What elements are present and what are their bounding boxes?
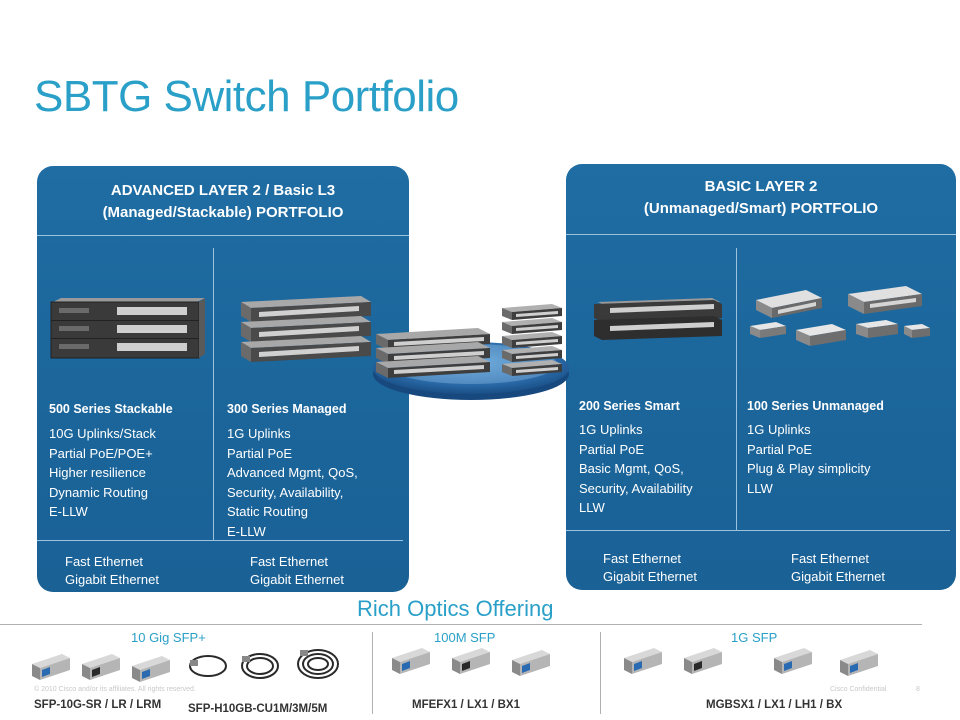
200-series-features: 1G Uplinks Partial PoE Basic Mgmt, QoS, … [579, 420, 693, 518]
100m-sfp-modules-image [392, 648, 550, 676]
feature-line: Basic Mgmt, QoS, [579, 461, 684, 476]
switch-platform-image [373, 304, 569, 400]
100-series-features: 1G Uplinks Partial PoE Plug & Play simpl… [747, 420, 871, 498]
feature-line: 1G Uplinks [579, 422, 643, 437]
basic-panel-heading: BASIC LAYER 2 (Unmanaged/Smart) PORTFOLI… [566, 176, 956, 220]
footer-copyright: © 2010 Cisco and/or its affiliates. All … [34, 686, 196, 693]
optics-divider [0, 624, 922, 625]
copper-cable-image [189, 649, 339, 679]
divider [37, 540, 403, 541]
speed-line: Fast Ethernet [250, 554, 329, 569]
basic-heading-line2: (Unmanaged/Smart) PORTFOLIO [643, 200, 879, 217]
optics-category-100m: 100M SFP [434, 630, 496, 645]
200-series-title: 200 Series Smart [579, 399, 680, 413]
optics-model-100m: MFEFX1 / LX1 / BX1 [412, 699, 520, 711]
feature-line: Partial PoE [579, 441, 645, 457]
feature-line: Security, Availability [579, 480, 693, 496]
200-series-switch-image [594, 298, 722, 340]
footer-page-number: 8 [916, 686, 920, 693]
300-series-switch-image [241, 296, 371, 362]
300-series-features: 1G Uplinks Partial PoE Advanced Mgmt, Qo… [227, 424, 358, 541]
speed-line: Gigabit Ethernet [603, 569, 697, 584]
feature-line: Advanced Mgmt, QoS, [227, 465, 358, 480]
feature-line: Partial PoE [747, 441, 813, 457]
basic-portfolio-panel: BASIC LAYER 2 (Unmanaged/Smart) PORTFOLI… [566, 164, 956, 590]
feature-line: E-LLW [49, 504, 88, 519]
speed-line: Gigabit Ethernet [65, 572, 159, 587]
feature-line: Plug & Play simplicity [747, 461, 871, 476]
speed-line: Fast Ethernet [65, 554, 144, 569]
feature-line: 1G Uplinks [227, 426, 291, 441]
feature-line: LLW [579, 500, 605, 515]
500-series-switch-image [50, 298, 205, 359]
slide-title: SBTG Switch Portfolio [34, 72, 459, 121]
optics-model-10g-sr: SFP-10G-SR / LR / LRM [34, 699, 162, 711]
100-series-title: 100 Series Unmanaged [747, 399, 884, 413]
feature-line: Partial PoE/POE+ [49, 445, 153, 461]
300-series-speeds: Fast Ethernet Gigabit Ethernet [250, 553, 344, 589]
feature-line: Partial PoE [227, 445, 293, 461]
500-series-features: 10G Uplinks/Stack Partial PoE/POE+ Highe… [49, 424, 156, 522]
feature-line: 1G Uplinks [747, 422, 811, 437]
feature-line: Security, Availability, [227, 484, 344, 500]
200-series-speeds: Fast Ethernet Gigabit Ethernet [603, 550, 697, 586]
speed-line: Fast Ethernet [603, 551, 682, 566]
feature-line: E-LLW [227, 523, 266, 539]
optics-category-1g: 1G SFP [731, 630, 778, 645]
divider [566, 234, 956, 235]
speed-line: Gigabit Ethernet [250, 572, 344, 587]
advanced-heading-line2: (Managed/Stackable) PORTFOLIO [102, 204, 344, 221]
300-series-title: 300 Series Managed [227, 402, 347, 416]
feature-line: 10G Uplinks/Stack [49, 426, 156, 441]
advanced-panel-heading: ADVANCED LAYER 2 / Basic L3 (Managed/Sta… [37, 180, 409, 224]
divider [213, 248, 214, 540]
100-series-speeds: Fast Ethernet Gigabit Ethernet [791, 550, 885, 586]
basic-heading-line1: BASIC LAYER 2 [704, 178, 818, 195]
500-series-title: 500 Series Stackable [49, 402, 173, 416]
sfp-plus-modules-image [32, 654, 170, 682]
1g-sfp-modules-image [624, 648, 878, 676]
optics-model-1g: MGBSX1 / LX1 / LH1 / BX [706, 699, 843, 711]
feature-line: Dynamic Routing [49, 484, 148, 500]
advanced-heading-line1: ADVANCED LAYER 2 / Basic L3 [110, 182, 336, 199]
advanced-portfolio-panel: ADVANCED LAYER 2 / Basic L3 (Managed/Sta… [37, 166, 409, 592]
divider [736, 248, 737, 530]
divider [37, 235, 409, 236]
optics-model-10g-cu: SFP-H10GB-CU1M/3M/5M [188, 703, 328, 715]
footer-confidential: Cisco Confidential [830, 686, 887, 693]
divider [566, 530, 950, 531]
feature-line: Higher resilience [49, 465, 146, 480]
optics-title: Rich Optics Offering [357, 596, 554, 621]
feature-line: Static Routing [227, 504, 308, 519]
500-series-speeds: Fast Ethernet Gigabit Ethernet [65, 553, 159, 589]
speed-line: Gigabit Ethernet [791, 569, 885, 584]
speed-line: Fast Ethernet [791, 551, 870, 566]
divider [372, 632, 373, 714]
feature-line: LLW [747, 480, 773, 496]
100-series-switch-image [750, 286, 930, 346]
optics-category-10g: 10 Gig SFP+ [131, 630, 206, 645]
divider [600, 632, 601, 714]
